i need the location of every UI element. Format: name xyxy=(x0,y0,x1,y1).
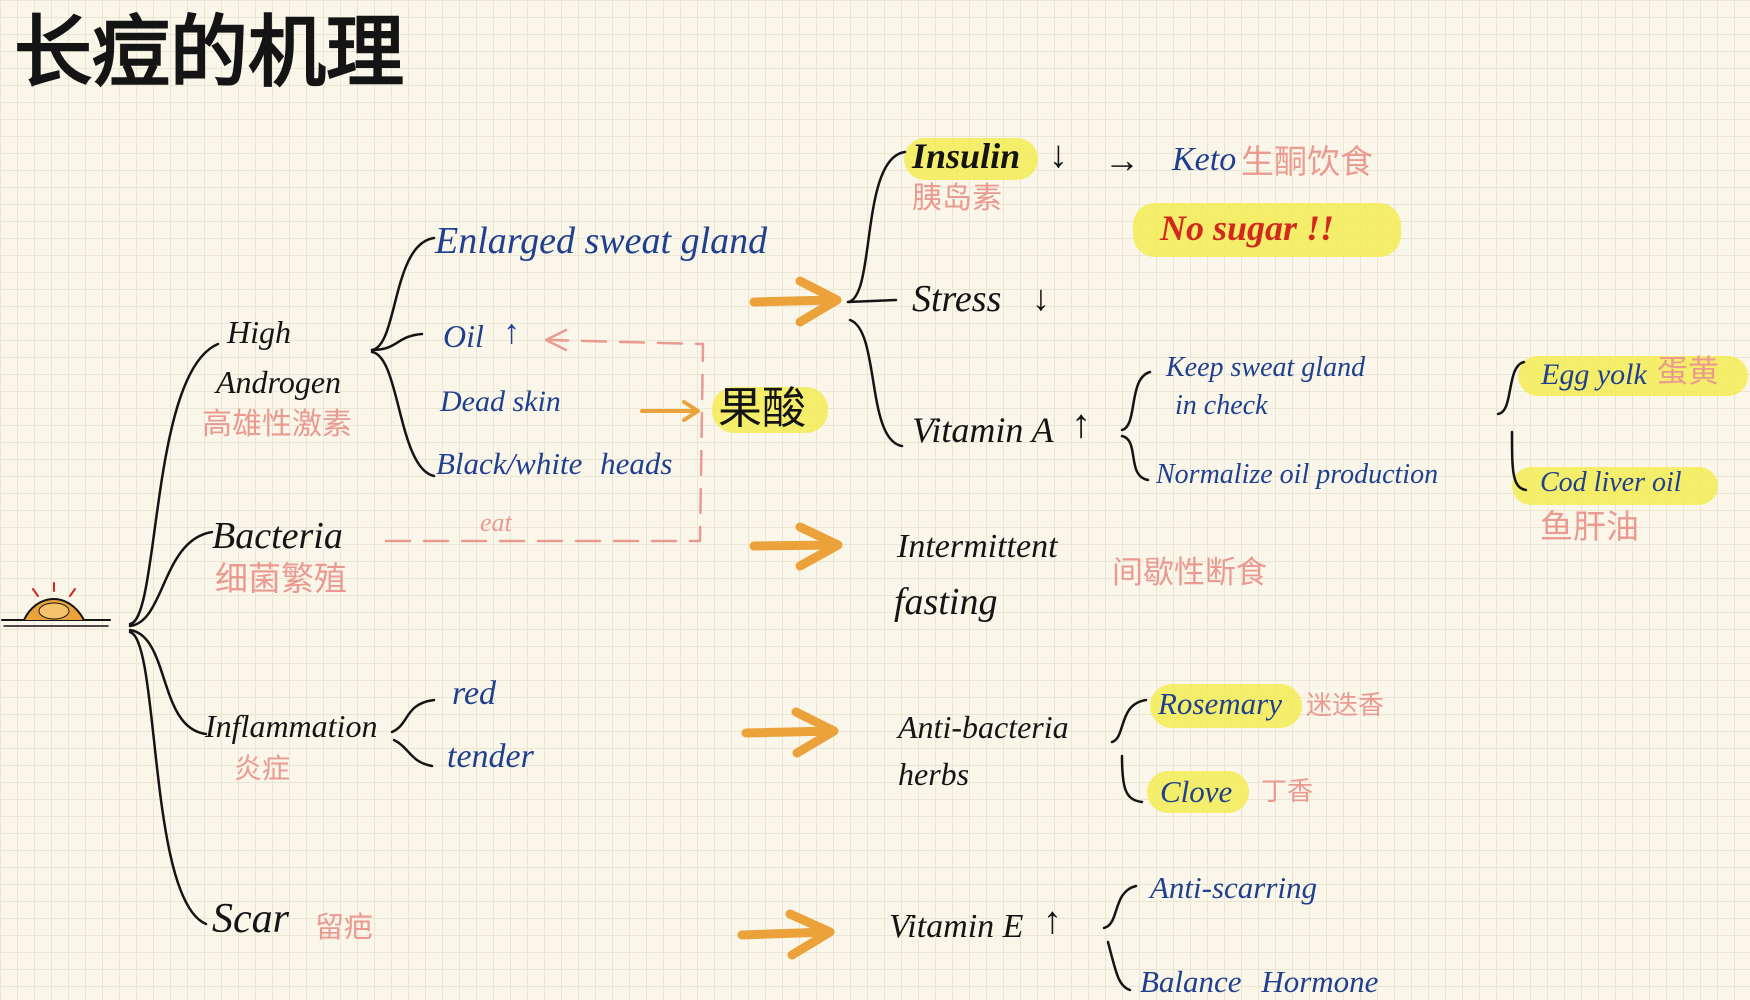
cause-high-label: High xyxy=(227,314,291,350)
bracket-vitamin-a xyxy=(848,318,904,448)
herb-clove-cn: 丁香 xyxy=(1261,777,1314,807)
herb-clove: Clove xyxy=(1160,774,1233,809)
insulin-label: Insulin xyxy=(912,136,1021,176)
arrow-scar-vitamin-e xyxy=(737,909,835,960)
vitamin-e-label: Vitamin E xyxy=(889,908,1024,945)
no-sugar-note: No sugar !! xyxy=(1160,208,1335,248)
bracket-egg-yolk xyxy=(1496,360,1526,416)
symptom-tender: tender xyxy=(447,738,534,775)
arrow-bacteria-fasting xyxy=(749,522,843,571)
fasting-line2: fasting xyxy=(894,581,998,623)
bacteria-eat-link xyxy=(384,338,705,543)
bracket-rosemary xyxy=(1110,698,1148,744)
bracket-normalize-oil xyxy=(1120,434,1150,482)
herb-rosemary-cn: 迷迭香 xyxy=(1306,691,1385,721)
insulin-down-arrow: ↓ xyxy=(1049,134,1068,176)
rosemary-highlight xyxy=(1150,684,1302,728)
bracket-keep-sweat-gland xyxy=(1120,370,1152,432)
source-cod-liver-oil-cn: 鱼肝油 xyxy=(1540,507,1639,546)
branch-inflammation xyxy=(128,628,208,736)
symptom-red: red xyxy=(452,675,497,712)
bracket-clove xyxy=(1120,754,1144,804)
pimple-icon xyxy=(1,582,111,627)
normalize-oil-production: Normalize oil production xyxy=(1156,459,1439,490)
vitamin-e-up-arrow: ↑ xyxy=(1043,900,1062,942)
insulin-highlight xyxy=(904,138,1038,180)
stress-label: Stress xyxy=(912,278,1002,320)
fruit-acid-label: 果酸 xyxy=(718,383,806,434)
page-title: 长痘的机理 xyxy=(14,8,405,98)
herbs-line2: herbs xyxy=(898,756,970,792)
bracket-heads xyxy=(370,350,436,478)
branch-bacteria xyxy=(128,530,214,628)
keto-label: Keto xyxy=(1172,141,1237,178)
cause-androgen-cn: 高雄性激素 xyxy=(202,407,352,442)
effect-enlarged-sweat-gland: Enlarged sweat gland xyxy=(435,220,768,262)
branch-scar xyxy=(128,630,208,926)
bracket-red xyxy=(390,698,436,734)
egg-yolk-highlight xyxy=(1518,356,1748,396)
effect-black-white-heads: Black/white heads xyxy=(436,446,673,481)
bracket-oil xyxy=(370,332,424,352)
vitamin-a-label: Vitamin A xyxy=(912,410,1054,450)
dead-skin-arrow xyxy=(640,400,700,422)
cause-bacteria-label: Bacteria xyxy=(212,515,343,557)
keep-sweat-gland-line2: in check xyxy=(1175,390,1268,421)
stress-down-arrow: ↓ xyxy=(1032,278,1050,318)
cause-bacteria-cn: 细菌繁殖 xyxy=(215,559,347,598)
cause-scar-label: Scar xyxy=(212,896,289,942)
bracket-stress xyxy=(846,298,898,304)
benefit-balance-hormone: Balance Hormone xyxy=(1140,964,1379,999)
bracket-balance-hormone xyxy=(1106,940,1132,992)
bacteria-eat-arrowhead xyxy=(544,328,568,352)
arrow-inflammation-herbs xyxy=(741,707,839,758)
effect-oil: Oil xyxy=(443,318,484,354)
cause-scar-cn: 留疤 xyxy=(315,910,374,944)
source-cod-liver-oil: Cod liver oil xyxy=(1540,467,1682,498)
fasting-line1: Intermittent xyxy=(897,528,1058,565)
bracket-cod-liver-oil xyxy=(1510,430,1528,492)
cause-inflammation-label: Inflammation xyxy=(205,708,378,744)
keto-cn: 生酮饮食 xyxy=(1241,142,1373,181)
no-sugar-highlight xyxy=(1133,203,1401,257)
bracket-sweat-gland xyxy=(370,236,436,352)
effect-oil-up-arrow: ↑ xyxy=(503,314,520,351)
cod-liver-oil-highlight xyxy=(1512,467,1718,505)
herbs-line1: Anti-bacteria xyxy=(898,709,1069,745)
bracket-anti-scarring xyxy=(1102,884,1138,930)
clove-highlight xyxy=(1147,771,1249,813)
bracket-tender xyxy=(392,738,434,768)
cause-androgen-label: Androgen xyxy=(216,364,342,400)
benefit-anti-scarring: Anti-scarring xyxy=(1150,870,1318,905)
branch-high-androgen xyxy=(128,342,220,626)
vitamin-a-up-arrow: ↑ xyxy=(1071,401,1091,446)
fruit-acid-highlight xyxy=(712,387,828,433)
source-egg-yolk: Egg yolk xyxy=(1541,358,1647,391)
keep-sweat-gland-line1: Keep sweat gland xyxy=(1166,352,1366,383)
herb-rosemary: Rosemary xyxy=(1158,686,1282,721)
bracket-insulin xyxy=(846,150,907,304)
arrow-androgen-remedies xyxy=(749,276,842,327)
cause-inflammation-cn: 炎症 xyxy=(234,752,291,785)
effect-dead-skin: Dead skin xyxy=(440,385,561,418)
bacteria-eat-label: eat xyxy=(480,508,512,537)
insulin-cn: 胰岛素 xyxy=(912,181,1002,216)
source-egg-yolk-cn: 蛋黄 xyxy=(1657,354,1719,390)
keto-arrow: → xyxy=(1104,140,1140,180)
fasting-cn: 间歇性断食 xyxy=(1112,555,1267,591)
